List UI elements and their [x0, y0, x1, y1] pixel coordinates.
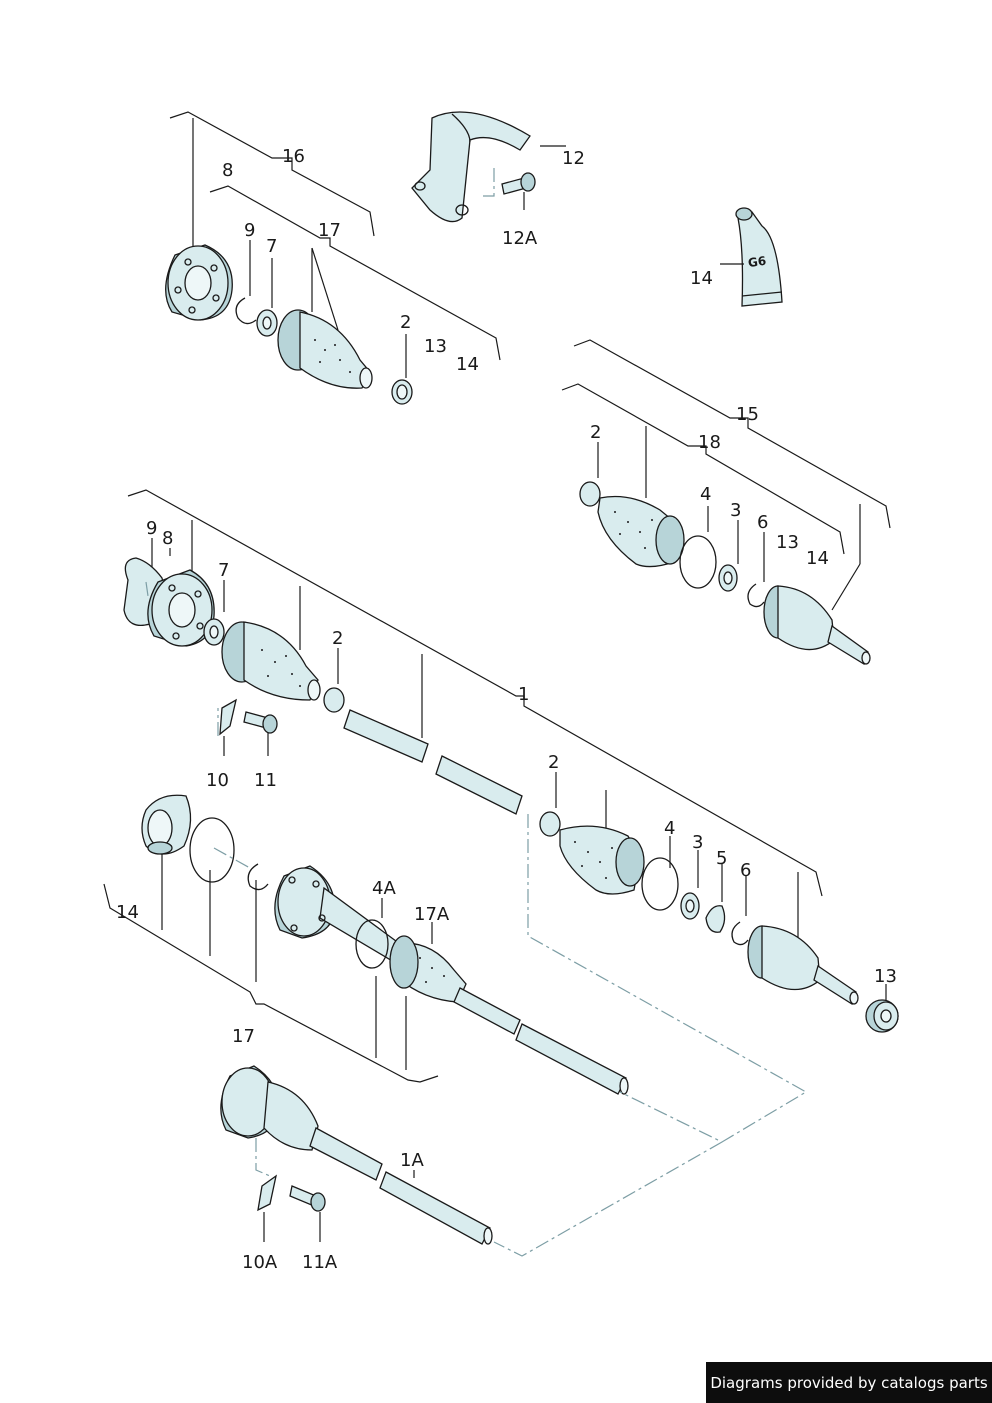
callout-3-main: 3: [692, 832, 703, 853]
alternate-part-dash-lines: [145, 581, 808, 1257]
cover-cap: [141, 794, 192, 855]
callout-9-main: 9: [146, 518, 157, 539]
callout-12A: 12A: [502, 228, 538, 249]
callout-3-right: 3: [730, 500, 741, 521]
callout-16: 16: [282, 146, 305, 167]
clamp-4A: [355, 919, 389, 969]
group-top-left-joint: 16 8 17 9 7 2 13 14: [165, 111, 501, 405]
callout-8-main: 8: [162, 528, 173, 549]
clamp-2-right: [579, 481, 601, 507]
callout-17-top: 17: [318, 220, 341, 241]
cv-joint-lower: [274, 865, 401, 963]
bolt-12A: [501, 172, 536, 195]
callout-2-main-left: 2: [332, 628, 343, 649]
grease-tube-14: G6 14: [690, 207, 783, 307]
boot-17A: [389, 935, 467, 1003]
shaft-lower-upper: [453, 987, 521, 1035]
boot-17-top: [277, 309, 373, 389]
cv-joint-flange-top: [165, 244, 233, 321]
circlip-6-main: [731, 921, 749, 946]
dished-washer-5: [705, 905, 726, 933]
o-ring: [189, 817, 235, 883]
callout-17-lower: 17: [232, 1026, 255, 1047]
callout-13-right: 13: [776, 532, 799, 553]
callout-5-main: 5: [716, 848, 727, 869]
callout-4-main: 4: [664, 818, 675, 839]
group-main-shaft: 9 8 7 2 1 10 11 2 4 3 5 6 13: [123, 489, 899, 1033]
bolt-11: [243, 711, 278, 734]
callout-14-grease: 14: [690, 268, 713, 289]
circlip-6-right: [747, 583, 765, 608]
callout-17A: 17A: [414, 904, 450, 925]
credit-banner: Diagrams provided by catalogs parts: [706, 1362, 992, 1403]
callout-18: 18: [698, 432, 721, 453]
callout-7-top: 7: [266, 236, 277, 257]
boot-main-inner: [221, 621, 321, 701]
group-heat-shield: 12 12A: [411, 111, 585, 249]
callout-12: 12: [562, 148, 585, 169]
callout-9-top: 9: [244, 220, 255, 241]
callout-7-main: 7: [218, 560, 229, 581]
callout-13-top: 13: [424, 336, 447, 357]
callout-2-main-right: 2: [548, 752, 559, 773]
clamp-2-main-left: [323, 687, 345, 713]
shaft-lower-splined: [515, 1023, 627, 1095]
group-lower-variant: 14 4A 17A 17 1A 10A 11A: [103, 794, 629, 1273]
callout-2-right: 2: [590, 422, 601, 443]
boot-18: [597, 495, 685, 568]
lock-plate-10: [219, 698, 237, 736]
callout-11: 11: [254, 770, 277, 791]
clamp-4-right: [679, 535, 717, 589]
circlip-lower: [247, 863, 269, 891]
callout-6-right: 6: [757, 512, 768, 533]
tube-label: G6: [747, 254, 767, 270]
callout-10: 10: [206, 770, 229, 791]
callout-2-top: 2: [400, 312, 411, 333]
callout-10A: 10A: [242, 1252, 278, 1273]
callout-14-lower: 14: [116, 902, 139, 923]
callout-6-main: 6: [740, 860, 751, 881]
nut-13: [865, 999, 899, 1033]
callout-4A: 4A: [372, 878, 396, 899]
shaft-1-left: [343, 709, 429, 763]
clamp-4-main: [641, 857, 679, 911]
bolt-11A: [289, 1185, 326, 1212]
outer-joint-15: [763, 585, 871, 665]
lock-plate-10A: [257, 1174, 277, 1212]
outer-joint-main: [747, 925, 859, 1005]
callout-13-main: 13: [874, 966, 897, 987]
group-right-outer-joint: 15 18 2 4 3 6 13 14: [561, 339, 891, 665]
callout-8-top: 8: [222, 160, 233, 181]
clamp-2-main-right: [539, 811, 561, 837]
shaft-1A: [379, 1171, 491, 1245]
shaft-1-right: [435, 755, 523, 815]
callout-11A: 11A: [302, 1252, 338, 1273]
boot-main-outer: [559, 825, 645, 895]
callout-15: 15: [736, 404, 759, 425]
callout-14-top: 14: [456, 354, 479, 375]
callout-1A: 1A: [400, 1150, 424, 1171]
circlip-9-top: [235, 297, 257, 325]
clamp-2-top: [391, 379, 413, 405]
cv-joint-1A: [220, 1065, 383, 1181]
callout-4-right: 4: [700, 484, 711, 505]
heat-shield-12: [411, 111, 531, 223]
callout-1: 1: [518, 684, 529, 705]
callout-14-right: 14: [806, 548, 829, 569]
cv-joint-flange-main: [147, 569, 215, 647]
